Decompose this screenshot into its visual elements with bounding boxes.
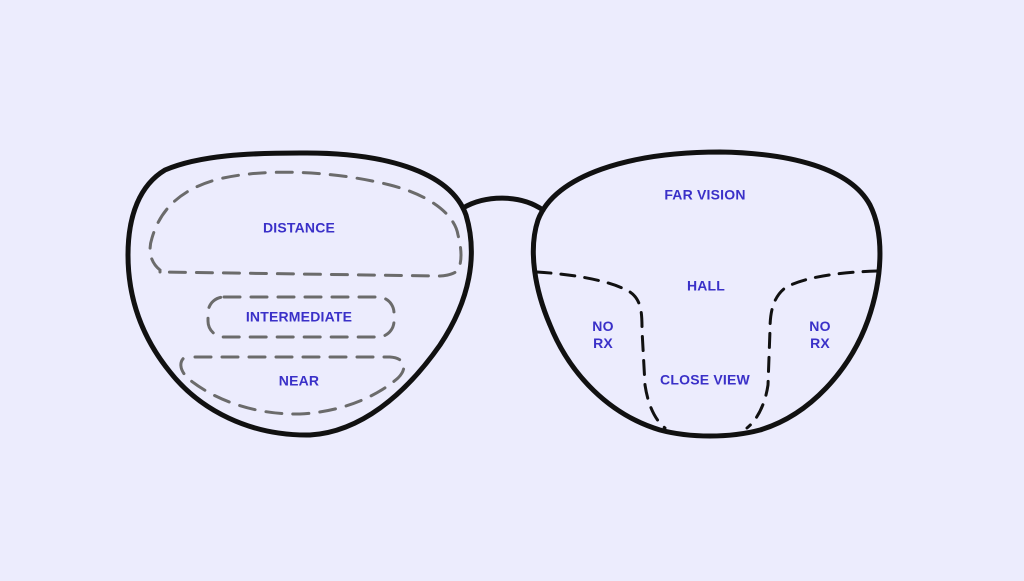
near-label: NEAR (278, 372, 320, 389)
no-rx-right-line1: NO (809, 318, 831, 334)
right-lens-frame (530, 149, 883, 439)
intermediate-zone-outline (206, 295, 396, 339)
left-lens-frame (125, 150, 474, 438)
hall-label: HALL (686, 277, 726, 294)
distance-zone-outline (148, 170, 463, 278)
no-rx-left-label: NO RX (592, 318, 613, 352)
intermediate-label: INTERMEDIATE (245, 308, 353, 325)
glasses-bridge (460, 195, 546, 213)
far-vision-label: FAR VISION (664, 186, 746, 203)
corridor-right-boundary (745, 269, 879, 430)
no-rx-left-line2: RX (593, 335, 613, 351)
distance-label: DISTANCE (262, 219, 336, 236)
no-rx-right-line2: RX (810, 335, 830, 351)
corridor-left-boundary (535, 270, 667, 430)
no-rx-right-label: NO RX (809, 318, 830, 352)
no-rx-left-line1: NO (592, 318, 614, 334)
near-zone-outline (179, 355, 406, 416)
close-view-label: CLOSE VIEW (660, 371, 750, 388)
